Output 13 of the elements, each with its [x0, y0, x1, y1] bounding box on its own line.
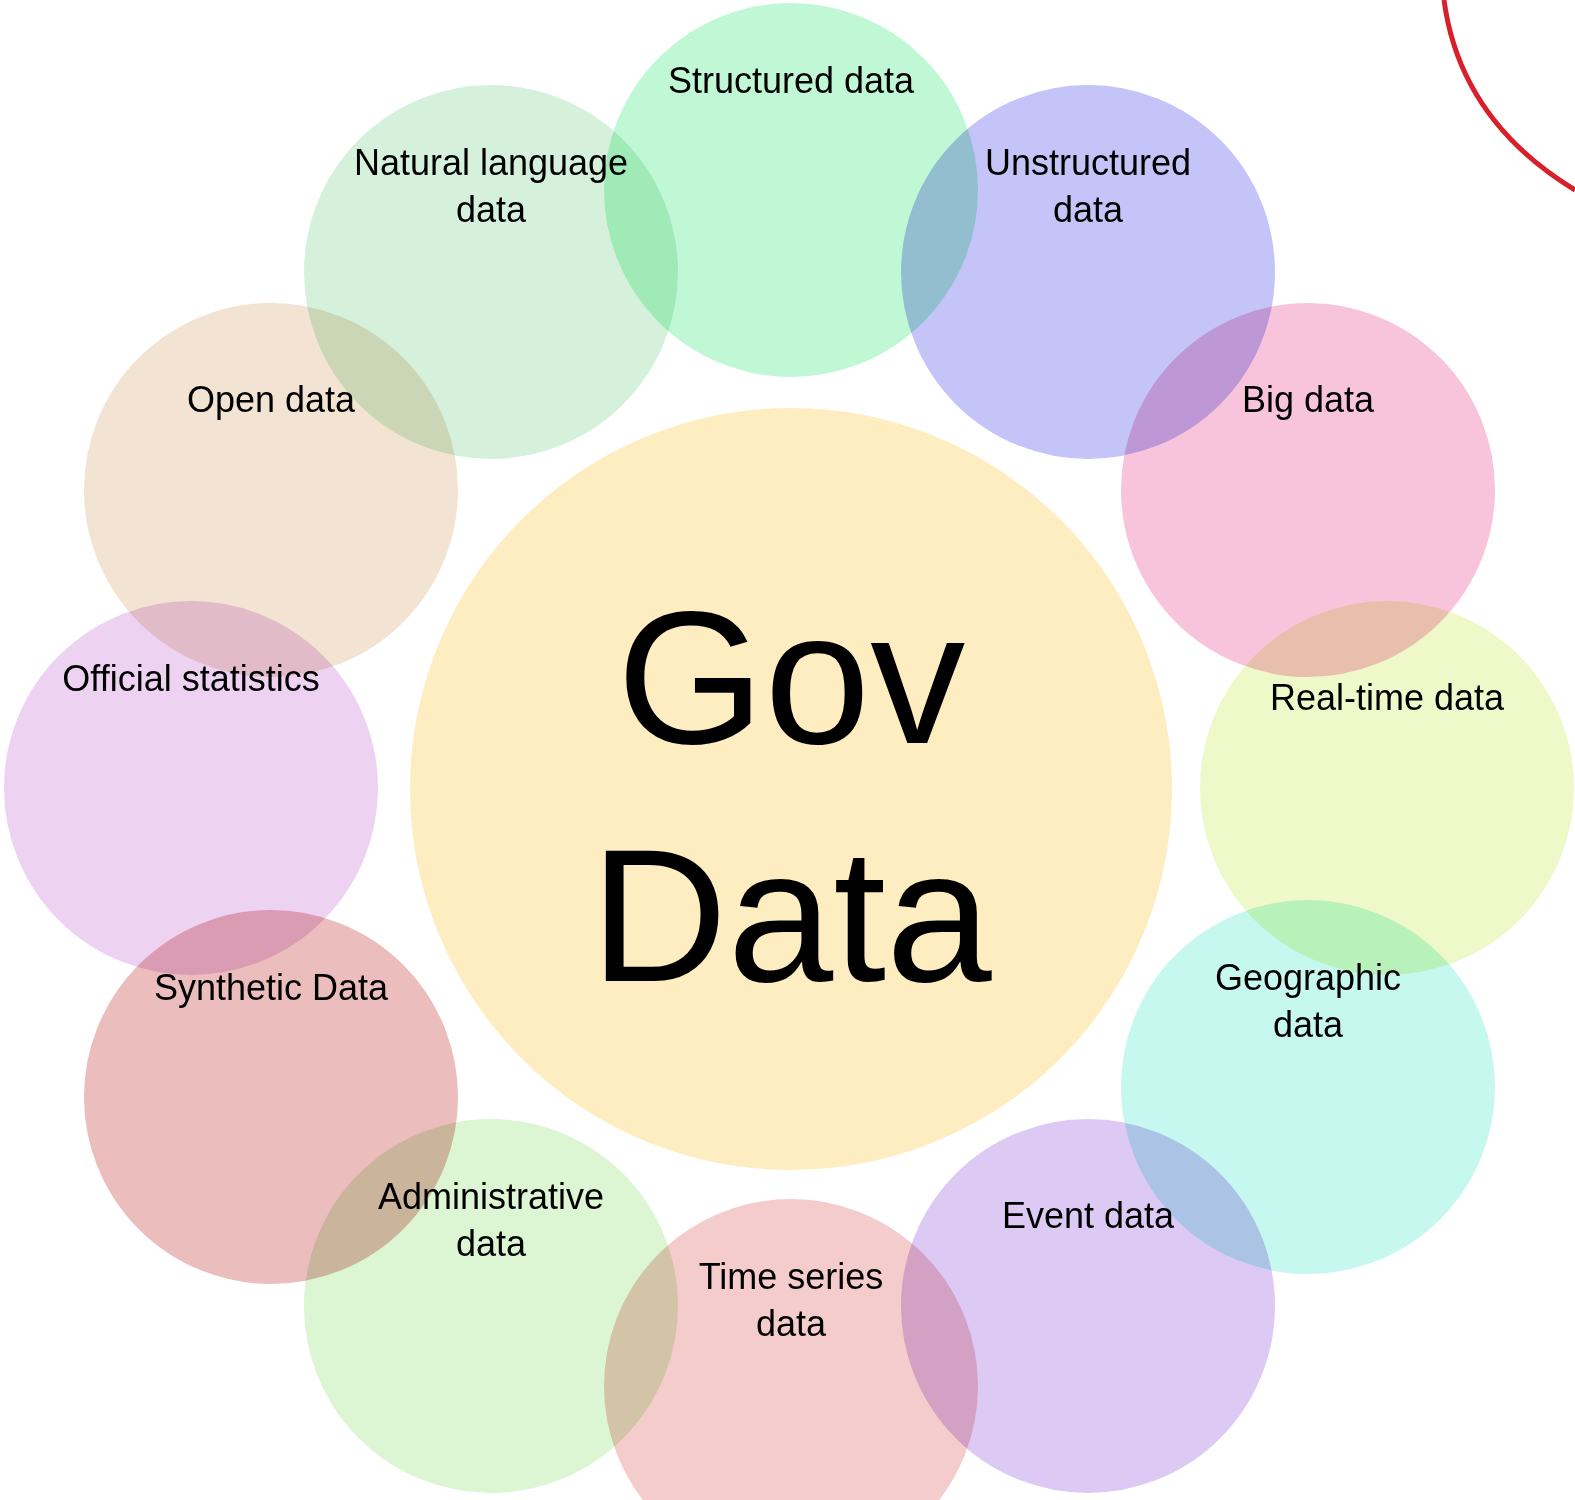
- circle-label: Synthetic Data: [152, 966, 390, 1010]
- circle-label: Geographic data: [1213, 956, 1403, 1047]
- circle-label: Unstructured data: [983, 141, 1193, 232]
- circle-label: Real-time data: [1268, 676, 1506, 720]
- circle-label: Administrative data: [376, 1175, 606, 1266]
- circle-label: Time series data: [697, 1255, 885, 1346]
- center-title: Gov Data: [589, 570, 993, 1023]
- circle-label: Event data: [1000, 1194, 1176, 1238]
- circle-label: Natural language data: [352, 141, 630, 232]
- circle-label: Big data: [1240, 378, 1376, 422]
- circle-label: Structured data: [666, 59, 916, 103]
- circle-label: Open data: [185, 378, 357, 422]
- circle-label: Official statistics: [61, 657, 321, 701]
